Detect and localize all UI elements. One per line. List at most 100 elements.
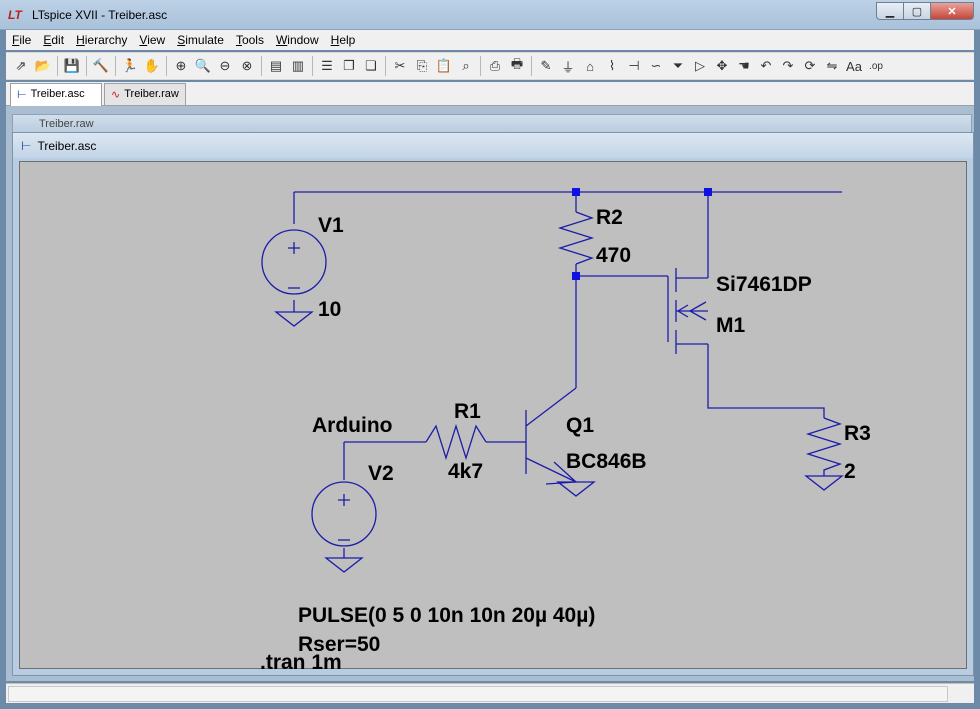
menu-view[interactable]: View xyxy=(139,33,166,47)
status-text xyxy=(8,686,948,702)
copy-icon[interactable]: ⎘ xyxy=(416,58,428,73)
toolbar-separator xyxy=(312,56,313,76)
menu-help[interactable]: Help xyxy=(330,33,356,47)
open-folder-icon[interactable]: 📂 xyxy=(34,58,52,73)
open-schematic-icon[interactable]: ⇗ xyxy=(15,58,27,73)
zoom-pan-icon[interactable]: 🔍 xyxy=(194,58,212,73)
close-button[interactable]: ✕ xyxy=(930,2,974,20)
r3-value: 2 xyxy=(844,460,856,483)
print-icon[interactable]: 🖶 xyxy=(510,56,524,71)
zoom-out-icon[interactable]: ⊖ xyxy=(219,58,231,73)
v1-source[interactable] xyxy=(261,229,327,327)
minimize-button[interactable]: ▁ xyxy=(876,2,903,20)
schematic-icon: ⊢ xyxy=(21,138,32,153)
waveform-icon: ∿ xyxy=(111,89,121,101)
schematic-drawing[interactable]: V1 10 R2 470 Si7461DP M1 Arduino V2 R1 4… xyxy=(20,162,968,674)
schematic-canvas[interactable]: V1 10 R2 470 Si7461DP M1 Arduino V2 R1 4… xyxy=(19,161,968,674)
mirror-icon[interactable]: ⇋ xyxy=(826,58,838,73)
tab-treiber-raw[interactable]: ∿ Treiber.raw xyxy=(104,83,186,105)
cascade-icon[interactable]: ❐ xyxy=(343,58,355,73)
wires xyxy=(293,191,842,558)
toolbar-separator xyxy=(86,56,87,76)
ground-icon xyxy=(556,481,596,497)
cut-icon[interactable]: ✂ xyxy=(394,58,406,73)
resistor-icon[interactable]: ⌇ xyxy=(608,58,616,73)
spice-directive-icon[interactable]: .op xyxy=(869,60,883,72)
m1-name: M1 xyxy=(716,314,745,337)
drag-icon[interactable]: ☚ xyxy=(738,58,750,73)
paste-icon[interactable]: 📋 xyxy=(435,58,453,73)
r1-resistor[interactable] xyxy=(425,423,487,461)
q1-name: Q1 xyxy=(566,414,594,437)
print-setup-icon[interactable]: ⎙ xyxy=(489,58,501,73)
r1-name: R1 xyxy=(454,400,481,423)
menu-edit[interactable]: Edit xyxy=(43,33,65,47)
toolbar-separator xyxy=(261,56,262,76)
ground-icon xyxy=(804,475,844,491)
r2-resistor[interactable] xyxy=(557,211,595,265)
tab-label: Treiber.raw xyxy=(124,88,179,100)
autorange-icon[interactable]: ▤ xyxy=(269,58,283,73)
run-icon[interactable]: 🏃 xyxy=(121,58,139,73)
diode-icon[interactable]: ⏷ xyxy=(672,58,684,73)
menu-window[interactable]: Window xyxy=(275,33,319,47)
redo-icon[interactable]: ↷ xyxy=(782,58,794,73)
tile-horizontal-icon[interactable]: ☰ xyxy=(321,58,333,73)
m1-mosfet[interactable] xyxy=(667,268,708,354)
save-icon[interactable]: 💾 xyxy=(63,58,81,73)
q1-model: BC846B xyxy=(566,450,647,473)
toolbar-separator xyxy=(531,56,532,76)
inductor-icon[interactable]: ∽ xyxy=(650,58,662,73)
label-net-icon[interactable]: ⌂ xyxy=(586,58,594,74)
pan-icon[interactable]: ✋ xyxy=(143,58,161,73)
maximize-button[interactable]: ▢ xyxy=(903,2,930,20)
ground-icon xyxy=(274,311,314,327)
move-icon[interactable]: ✥ xyxy=(716,58,728,73)
zoom-fit-icon[interactable]: ⊗ xyxy=(241,58,253,73)
spice-directive[interactable]: .tran 1m xyxy=(260,651,342,674)
v2-value-line2: Rser=50 xyxy=(298,633,380,656)
net-label-arduino: Arduino xyxy=(312,414,392,437)
undo-icon[interactable]: ↶ xyxy=(760,58,772,73)
mdi-area: Treiber.raw ⊢ Treiber.asc xyxy=(6,106,974,681)
v2-name: V2 xyxy=(368,462,394,485)
title-bar: LT LTspice XVII - Treiber.asc ▁ ▢ ✕ xyxy=(0,0,980,30)
control-panel-icon[interactable]: 🔨 xyxy=(92,58,110,73)
r3-resistor[interactable] xyxy=(804,417,844,491)
ground-icon xyxy=(324,557,364,573)
toolbar-separator xyxy=(115,56,116,76)
background-window-title[interactable]: Treiber.raw xyxy=(12,114,972,134)
schematic-window-titlebar[interactable]: ⊢ Treiber.asc xyxy=(13,133,973,158)
tab-treiber-asc[interactable]: ⊢ Treiber.asc xyxy=(10,83,102,106)
schematic-window: ⊢ Treiber.asc xyxy=(12,132,974,676)
ltspice-logo-icon: LT xyxy=(8,8,22,22)
menu-file[interactable]: File xyxy=(12,33,32,47)
component-icon[interactable]: ▷ xyxy=(695,58,705,73)
toolbar-separator xyxy=(57,56,58,76)
q1-transistor[interactable] xyxy=(525,387,596,497)
find-icon[interactable]: ⌕ xyxy=(462,58,470,73)
zoom-in-icon[interactable]: ⊕ xyxy=(175,58,187,73)
rotate-icon[interactable]: ⟳ xyxy=(804,58,816,73)
window-title: LTspice XVII - Treiber.asc xyxy=(32,8,168,22)
toolbar-separator xyxy=(385,56,386,76)
capacitor-icon[interactable]: ⊣ xyxy=(628,58,640,73)
text-icon[interactable]: Aa xyxy=(846,58,862,74)
menu-bar: File Edit Hierarchy View Simulate Tools Window… xyxy=(6,30,974,50)
r2-value: 470 xyxy=(596,244,631,267)
draw-wire-icon[interactable]: ✎ xyxy=(540,58,552,73)
menu-hierarchy[interactable]: Hierarchy xyxy=(76,33,128,47)
tile-vertical-icon[interactable]: ❏ xyxy=(365,58,377,73)
junctions xyxy=(572,188,712,280)
menu-simulate[interactable]: Simulate xyxy=(177,33,224,47)
v1-value: 10 xyxy=(318,298,341,321)
document-tabs: ⊢ Treiber.asc ∿ Treiber.raw xyxy=(6,82,974,106)
ground-icon[interactable]: ⏚ xyxy=(561,59,575,75)
waveform-icon[interactable]: ▥ xyxy=(291,58,305,73)
toolbar: ⇗ 📂 💾 🔨 🏃 ✋ ⊕ 🔍 ⊖ ⊗ ▤ ▥ ☰ ❐ ❏ ✂ ⎘ 📋 ⌕ ⎙ 🖶 ✎ ⏚ ⌂ ⌇ ⊣ ∽ ⏷ ▷ ✥ ☚ ↶ ↷ ⟳ ⇋ Aa .op xyxy=(6,52,974,80)
v2-source[interactable] xyxy=(311,481,377,573)
toolbar-separator xyxy=(166,56,167,76)
r2-name: R2 xyxy=(596,206,623,229)
menu-tools[interactable]: Tools xyxy=(235,33,264,47)
